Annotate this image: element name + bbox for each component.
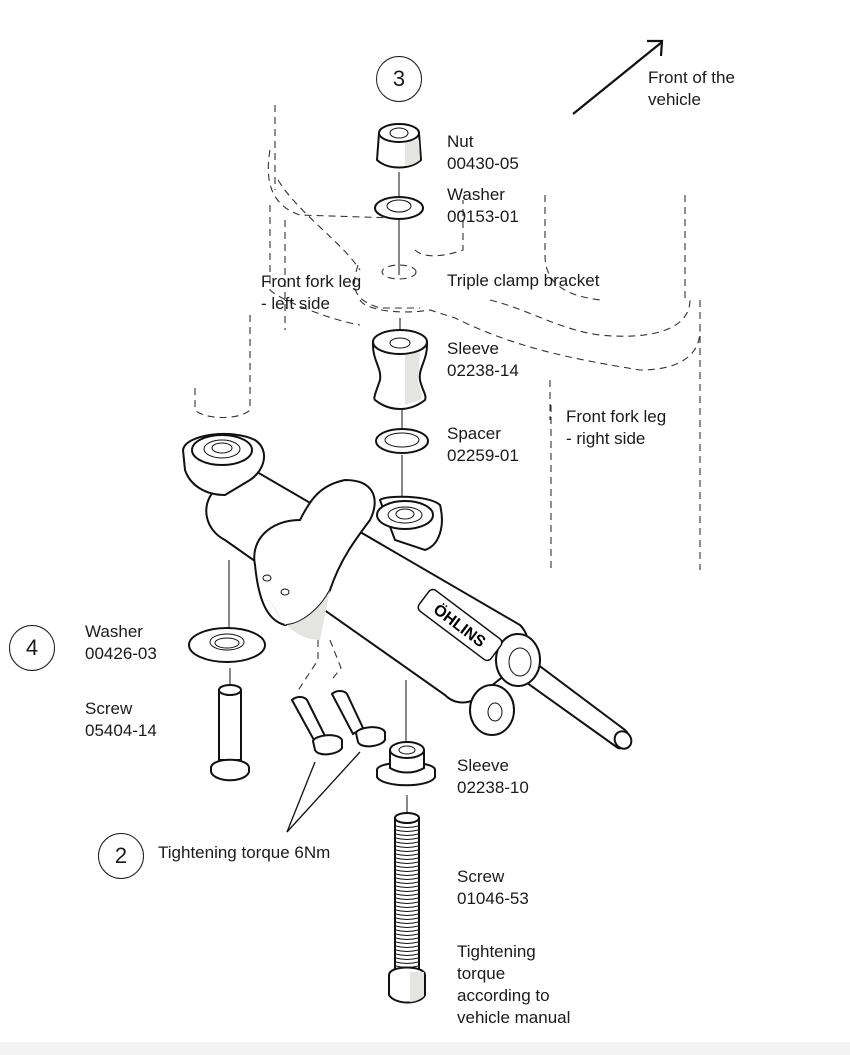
- thread-line: [395, 853, 419, 856]
- thread-line: [395, 941, 419, 944]
- thread-line: [395, 933, 419, 936]
- thread-line: [395, 913, 419, 916]
- thread-line: [395, 917, 419, 920]
- label-sleeve-upper: Sleeve 02238-14: [447, 339, 519, 380]
- label-screw-main: Screw 01046-53: [457, 867, 529, 908]
- thread-line: [395, 881, 419, 884]
- thread-line: [395, 825, 419, 828]
- thread-line: [395, 937, 419, 940]
- callout-2: 2: [98, 833, 144, 879]
- label-nut: Nut 00430-05: [447, 132, 519, 173]
- thread-line: [395, 957, 419, 960]
- thread-line: [395, 845, 419, 848]
- label-washer-top: Washer 00153-01: [447, 185, 519, 226]
- label-fork-right: Front fork leg - right side: [566, 407, 667, 448]
- thread-line: [395, 961, 419, 964]
- label-triple-clamp: Triple clamp bracket: [447, 271, 600, 290]
- thread-line: [395, 857, 419, 860]
- thread-line: [395, 945, 419, 948]
- screw-main-icon: [388, 812, 426, 1004]
- steering-damper-icon: ÖHLINS: [181, 433, 633, 750]
- front-direction-label: Front of the vehicle: [648, 68, 735, 109]
- callout-3: 3: [376, 56, 422, 102]
- screw-left-icon: [210, 684, 250, 782]
- clamp-screw-1-icon: [290, 696, 343, 756]
- thread-line: [395, 873, 419, 876]
- label-main-torque: Tightening torque according to vehicle m…: [457, 942, 571, 1027]
- thread-line: [395, 953, 419, 956]
- washer-top-icon: [374, 196, 424, 220]
- label-spacer: Spacer 02259-01: [447, 424, 519, 465]
- thread-line: [395, 829, 419, 832]
- thread-line: [395, 925, 419, 928]
- fork-and-clamp-outline: [194, 105, 701, 570]
- spacer-icon: [375, 428, 429, 454]
- bottom-edge: [0, 1042, 850, 1055]
- thread-line: [395, 909, 419, 912]
- clamp-screw-2-icon: [330, 690, 386, 748]
- nut-icon: [375, 123, 423, 169]
- thread-line: [395, 949, 419, 952]
- thread-line: [395, 897, 419, 900]
- thread-line: [395, 841, 419, 844]
- thread-line: [395, 877, 419, 880]
- thread-line: [395, 861, 419, 864]
- label-washer-left: Washer 00426-03: [85, 622, 157, 663]
- washer-left-icon: [188, 627, 266, 663]
- thread-line: [395, 901, 419, 904]
- thread-line: [395, 865, 419, 868]
- sleeve-lower-icon: [376, 741, 436, 787]
- sleeve-upper-icon: [371, 329, 429, 410]
- callout-4: 4: [9, 625, 55, 671]
- label-sleeve-lower: Sleeve 02238-10: [457, 756, 529, 797]
- label-fork-left: Front fork leg - left side: [261, 272, 362, 313]
- thread-line: [395, 837, 419, 840]
- thread-line: [395, 905, 419, 908]
- thread-line: [395, 869, 419, 872]
- label-clamp-torque: Tightening torque 6Nm: [158, 843, 331, 862]
- thread-line: [395, 893, 419, 896]
- thread-line: [395, 849, 419, 852]
- front-direction-arrow-icon: [572, 39, 664, 115]
- thread-line: [395, 921, 419, 924]
- thread-line: [395, 929, 419, 932]
- label-screw-left: Screw 05404-14: [85, 699, 157, 740]
- thread-line: [395, 885, 419, 888]
- thread-line: [395, 833, 419, 836]
- thread-line: [395, 889, 419, 892]
